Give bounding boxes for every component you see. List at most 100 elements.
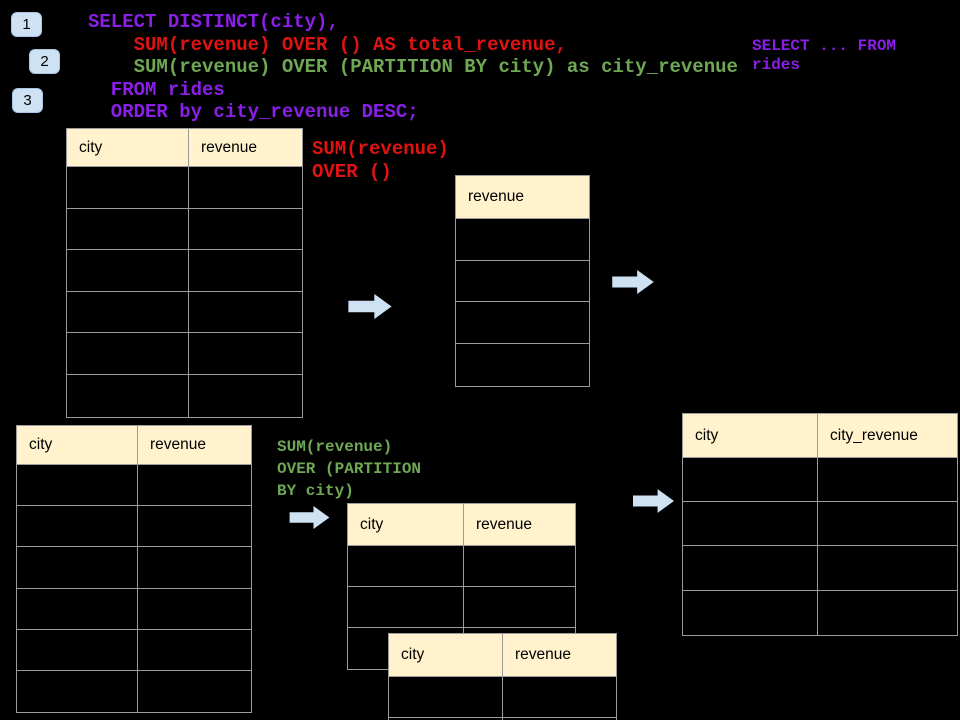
table-cell <box>17 547 138 589</box>
table-cell <box>189 209 302 251</box>
table-cell <box>138 589 251 630</box>
table-row <box>389 718 616 720</box>
table-row <box>67 291 302 334</box>
column-header-revenue: revenue <box>138 426 251 465</box>
table-cell <box>683 546 818 591</box>
table-cell <box>503 677 616 718</box>
text-line: ORDER by city_revenue DESC; <box>88 101 419 123</box>
table-cell <box>138 506 251 548</box>
column-header-city: city <box>683 414 818 458</box>
table-cell <box>818 458 957 503</box>
table-cell <box>818 502 957 547</box>
text-line: BY city) <box>277 482 354 500</box>
table-cell <box>17 670 138 713</box>
table-cell <box>456 302 589 345</box>
text-line: rides <box>752 56 801 74</box>
text-line: SUM(revenue) <box>312 138 449 160</box>
table-row <box>67 250 302 292</box>
table-row <box>67 333 302 375</box>
table-cell <box>464 587 575 628</box>
table-row <box>17 465 251 507</box>
table-cell <box>189 250 302 292</box>
table-cell <box>67 291 189 334</box>
table-row <box>17 588 251 630</box>
table-cell <box>389 718 503 720</box>
table-cell <box>67 250 189 292</box>
table-row <box>456 219 589 261</box>
table-row <box>348 587 575 628</box>
table-cell <box>138 465 251 507</box>
annotation-sum-over-total: SUM(revenue)OVER () <box>312 138 449 184</box>
text-line: SUM(revenue) <box>277 438 393 456</box>
table-cell <box>389 677 503 718</box>
step-badge-1: 1 <box>11 12 42 37</box>
sql-code-block: SELECT DISTINCT(city), SUM(revenue) OVER… <box>88 11 738 124</box>
table-row <box>17 629 251 671</box>
table-cell <box>818 591 957 635</box>
table-row <box>67 374 302 417</box>
column-header-city: city <box>17 426 138 465</box>
table-header-row: revenue <box>456 176 589 219</box>
table-cell <box>67 333 189 375</box>
table-cell <box>189 167 302 209</box>
column-header-city_revenue: city_revenue <box>818 414 957 458</box>
table-row <box>456 261 589 303</box>
table-cell <box>17 465 138 507</box>
column-header-city: city <box>67 129 189 167</box>
text-line: FROM rides <box>88 78 225 101</box>
step-badge-2: 2 <box>29 49 60 74</box>
table-cell <box>189 375 302 417</box>
arrow-right-icon <box>612 270 654 294</box>
table-cell <box>683 502 818 547</box>
table-cell <box>17 588 138 630</box>
table-cell <box>17 506 138 548</box>
text-line: OVER () <box>312 161 392 183</box>
text-line: SELECT ... FROM <box>752 37 897 55</box>
table-cell <box>138 671 251 712</box>
text-line: SELECT DISTINCT(city), <box>88 11 339 33</box>
arrow-right-icon <box>633 489 674 513</box>
table-row <box>67 167 302 209</box>
table-cell <box>138 547 251 589</box>
table-row <box>17 547 251 589</box>
table-cell <box>464 546 575 587</box>
table-total-revenue-result: revenue <box>455 175 590 387</box>
table-row <box>456 302 589 345</box>
arrow-right-icon <box>348 294 392 319</box>
table-row <box>683 590 957 635</box>
table-row <box>683 458 957 503</box>
table-row <box>389 677 616 718</box>
column-header-revenue: revenue <box>189 129 302 167</box>
table-row <box>683 502 957 547</box>
table-row <box>67 208 302 251</box>
table-cell <box>348 587 464 628</box>
table-cell <box>348 546 464 587</box>
table-cell <box>67 167 189 209</box>
column-header-city: city <box>348 504 464 546</box>
table-row <box>683 546 957 591</box>
column-header-revenue: revenue <box>464 504 575 546</box>
table-cell <box>17 629 138 671</box>
table-cell <box>189 292 302 334</box>
table-row <box>456 344 589 386</box>
arrow-right-icon <box>289 506 330 529</box>
table-row <box>17 670 251 713</box>
table-row <box>17 506 251 548</box>
text-line: SUM(revenue) OVER (PARTITION BY city) as… <box>88 56 738 78</box>
column-header-revenue: revenue <box>503 634 616 677</box>
step-badge-3: 3 <box>12 88 43 113</box>
text-line: SUM(revenue) OVER () AS total_revenue, <box>88 33 567 56</box>
table-cell <box>189 333 302 375</box>
